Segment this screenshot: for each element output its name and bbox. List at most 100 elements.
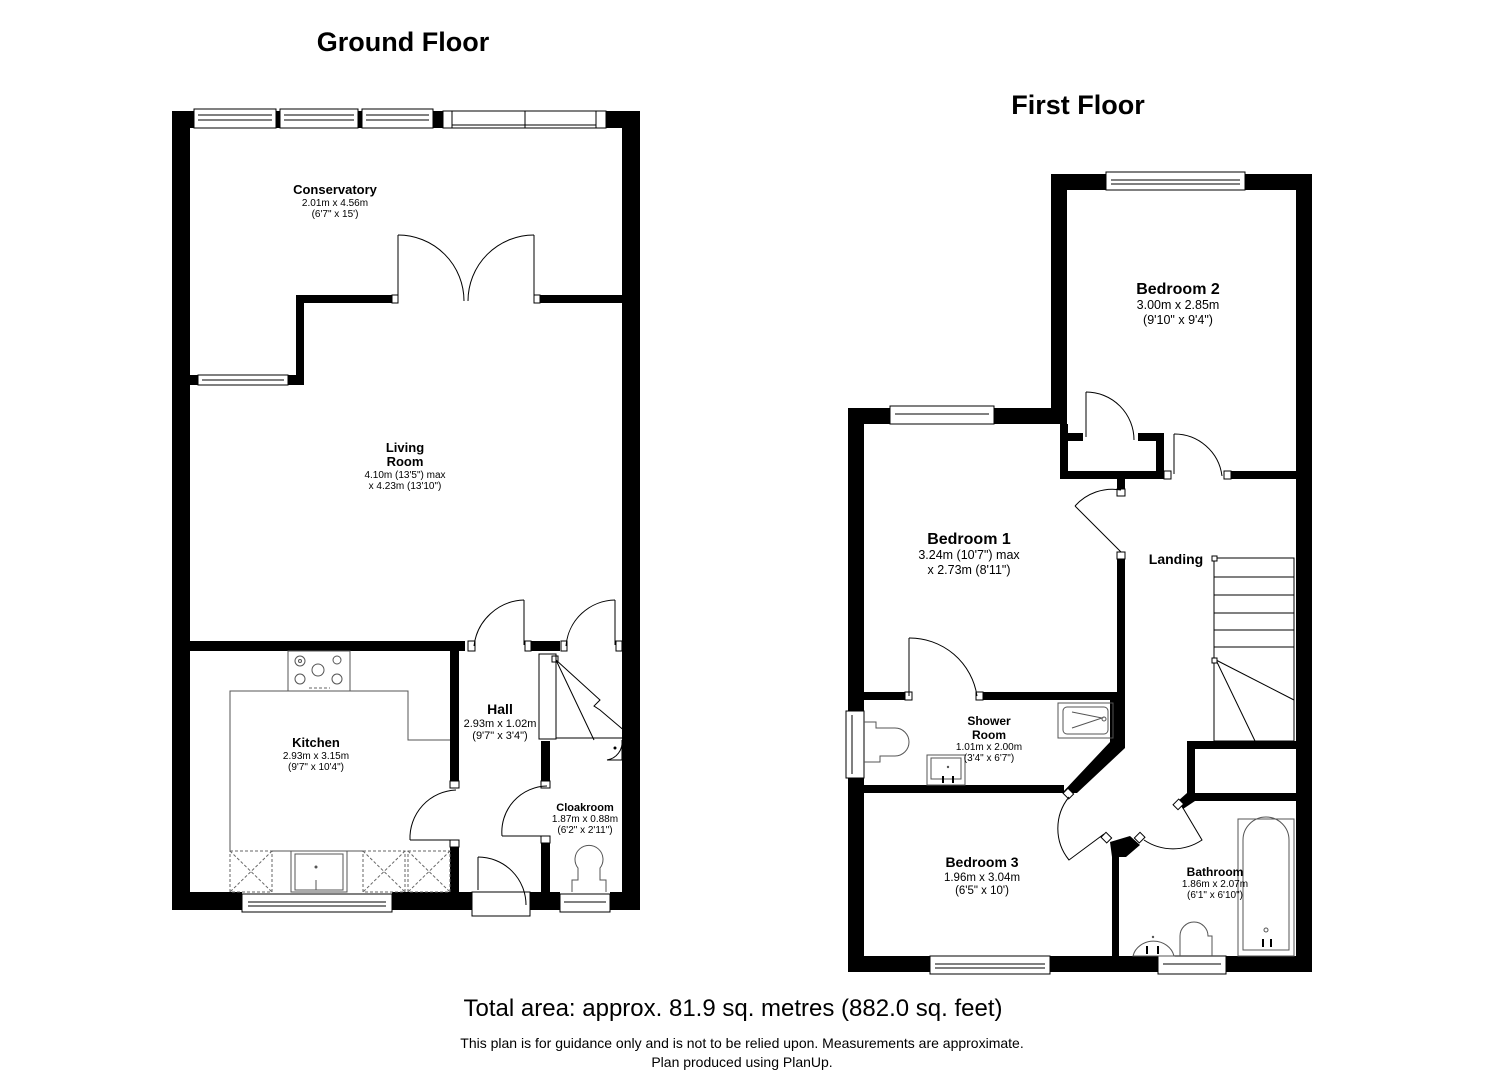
total-area: Total area: approx. 81.9 sq. metres (882… [464, 995, 1003, 1022]
cloakroom-window [559, 893, 611, 913]
wall [1231, 471, 1296, 479]
wall [1117, 559, 1125, 709]
wall [606, 111, 640, 128]
wall [1156, 433, 1164, 479]
wall [864, 692, 909, 700]
bedroom-1-door [1074, 488, 1122, 553]
wall [530, 892, 560, 910]
bedroom-2-dim-imperial: (9'10" x 9'4") [1143, 313, 1213, 327]
kitchen-door [409, 789, 457, 841]
wall [864, 785, 1064, 793]
shower-room-label-1: Shower [967, 714, 1011, 728]
wall [296, 295, 396, 303]
kitchen-label: Kitchen [292, 735, 340, 750]
front-door [471, 856, 531, 917]
wall [994, 408, 1067, 424]
internal-window [197, 374, 289, 386]
hall-label: Hall [487, 701, 513, 717]
first-floor-title: First Floor [1011, 90, 1145, 120]
bathroom-dim-imperial: (6'1" x 6'10") [1187, 890, 1243, 901]
kitchen-dim-imperial: (9'7" x 10'4") [288, 762, 344, 773]
cloakroom-door [501, 785, 548, 837]
hall-doors [473, 599, 616, 647]
shower-room-basin [926, 754, 966, 786]
bedroom-3-dim-imperial: (6'5" x 10') [955, 885, 1009, 897]
wall [1296, 174, 1312, 972]
wall [172, 111, 194, 128]
bedroom-2-window [1105, 171, 1246, 191]
bedroom-2-label: Bedroom 2 [1136, 281, 1220, 298]
french-doors [397, 234, 535, 302]
conservatory-dim-imperial: (6'7" x 15') [312, 209, 359, 220]
wall [1062, 700, 1125, 793]
wall [541, 741, 550, 781]
wall [1226, 956, 1312, 972]
shower-tray [1057, 702, 1114, 739]
conservatory-dim-metric: 2.01m x 4.56m [302, 198, 368, 209]
shower-room-door [908, 637, 978, 697]
wall [530, 641, 560, 651]
bedroom-3-door [1057, 796, 1105, 861]
wall [1245, 174, 1312, 190]
shower-room-dim-metric: 1.01m x 2.00m [956, 742, 1022, 753]
cloakroom-dim-imperial: (6'2" x 2'11") [557, 825, 612, 836]
bedroom-2-door [1173, 433, 1223, 477]
kitchen-worktop [229, 690, 450, 851]
wall [433, 111, 443, 128]
conservatory-label: Conservatory [293, 182, 378, 197]
shower-room-dim-imperial: (3'4" x 6'7") [964, 753, 1014, 764]
cloakroom-label: Cloakroom [556, 802, 614, 814]
wall [172, 892, 242, 910]
cloakroom-dim-metric: 1.87m x 0.88m [552, 814, 618, 825]
wall [450, 651, 459, 781]
wall [358, 111, 362, 128]
wall [541, 843, 550, 910]
wall [1117, 479, 1125, 489]
living-room-dim-1: 4.10m (13'5") max [364, 470, 445, 481]
hall-dim-metric: 2.93m x 1.02m [464, 718, 537, 730]
wall [296, 295, 304, 380]
bath [1237, 816, 1295, 957]
bathroom-dim-metric: 1.86m x 2.07m [1182, 879, 1248, 890]
kitchen-hob [287, 650, 351, 692]
living-room-dim-2: x 4.23m (13'10") [369, 481, 442, 492]
bedroom-1-dim-1: 3.24m (10'7") max [918, 548, 1020, 562]
footer: Total area: approx. 81.9 sq. metres (882… [460, 995, 1023, 1070]
wall [1060, 471, 1164, 479]
wall [1187, 741, 1296, 749]
bedroom-3-window [929, 955, 1051, 975]
bedroom-3-label: Bedroom 3 [945, 854, 1018, 870]
wall [1051, 174, 1067, 424]
wall [450, 847, 459, 910]
wall [1138, 433, 1164, 441]
wall [848, 778, 864, 972]
wall [172, 111, 190, 910]
wall [983, 692, 1117, 700]
wall [1067, 433, 1083, 441]
bathroom-label: Bathroom [1187, 865, 1244, 879]
wall [610, 892, 640, 910]
cupboard-door [1085, 391, 1135, 441]
bathroom-door [1143, 802, 1203, 850]
kitchen-dim-metric: 2.93m x 3.15m [283, 751, 349, 762]
wall [1187, 741, 1195, 801]
bedroom-1-window [889, 405, 995, 425]
shower-room-window [845, 710, 865, 779]
wall [276, 111, 280, 128]
wall [392, 892, 472, 910]
disclaimer-line-2: Plan produced using PlanUp. [651, 1054, 832, 1070]
cloakroom-wc [571, 844, 607, 892]
first-floor-plan: First Floor [845, 90, 1312, 975]
bedroom-3-dim-metric: 1.96m x 3.04m [944, 872, 1020, 884]
wall [1060, 424, 1068, 479]
wall [190, 375, 198, 385]
living-room-label-1: Living [386, 440, 424, 455]
kitchen-window [241, 893, 393, 913]
landing-label: Landing [1149, 551, 1203, 567]
conservatory-windows [193, 108, 607, 129]
bedroom-1-label: Bedroom 1 [927, 531, 1011, 548]
bathroom-basin [1132, 935, 1175, 957]
wall [288, 375, 304, 385]
shower-room-label-2: Room [972, 728, 1006, 742]
